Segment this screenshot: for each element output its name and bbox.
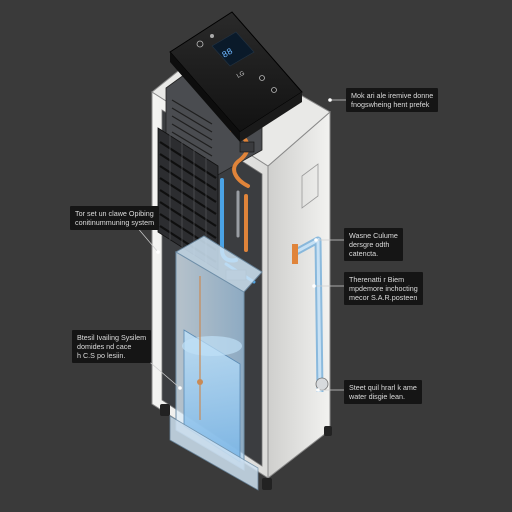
callout-line: water disgie lean. — [349, 392, 405, 401]
control-panel: 88 LG — [169, 11, 303, 142]
evaporator-coil — [157, 127, 219, 271]
callout-line: Tor set un clawe Opibing — [75, 209, 154, 218]
callout-line: Steet quil hrarl k ame — [349, 383, 417, 392]
cabinet-feet — [160, 404, 332, 490]
mode-button-icon — [210, 34, 214, 38]
callout-left-upper: Tor set un clawe Opibing conitinummuning… — [70, 206, 160, 230]
callout-line: dersgre odth — [349, 240, 390, 249]
water-tank — [169, 235, 263, 491]
display-readout: 88 — [221, 47, 235, 61]
callout-right-lower: Therenatti r Biem mpdemore inchocting me… — [344, 272, 423, 305]
callout-line: mpdemore inchocting — [349, 284, 418, 293]
callout-left-lower: Btesil Ivailing Sysilem domides nd cace … — [72, 330, 152, 363]
callout-line: Therenatti r Biem — [349, 275, 405, 284]
leader-dots — [156, 98, 332, 392]
callout-line: h C.S po lesiin. — [77, 351, 126, 360]
callout-line: Wasne Culume — [349, 231, 398, 240]
side-vent — [301, 163, 319, 209]
callout-line: conitinummuning system — [75, 218, 155, 227]
display-screen: 88 — [211, 31, 255, 67]
callout-line: Mok ari ale iremive donne — [351, 91, 434, 100]
timer-button-icon — [271, 87, 277, 93]
callout-line: fnogswheing hent prefek — [351, 100, 430, 109]
fan-button-icon — [259, 75, 265, 81]
brand-logo: LG — [236, 70, 246, 79]
callout-line: Btesil Ivailing Sysilem — [77, 333, 147, 342]
callout-line: catencta. — [349, 249, 379, 258]
callout-line: domides nd cace — [77, 342, 132, 351]
power-button-icon — [196, 40, 204, 48]
callout-line: mecor S.A.R.posteen — [349, 293, 418, 302]
callout-right-mid: Wasne Culume dersgre odth catencta. — [344, 228, 403, 261]
callout-top-right: Mok ari ale iremive donne fnogswheing he… — [346, 88, 439, 112]
callout-bottom-right: Steet quil hrarl k ame water disgie lean… — [344, 380, 422, 404]
